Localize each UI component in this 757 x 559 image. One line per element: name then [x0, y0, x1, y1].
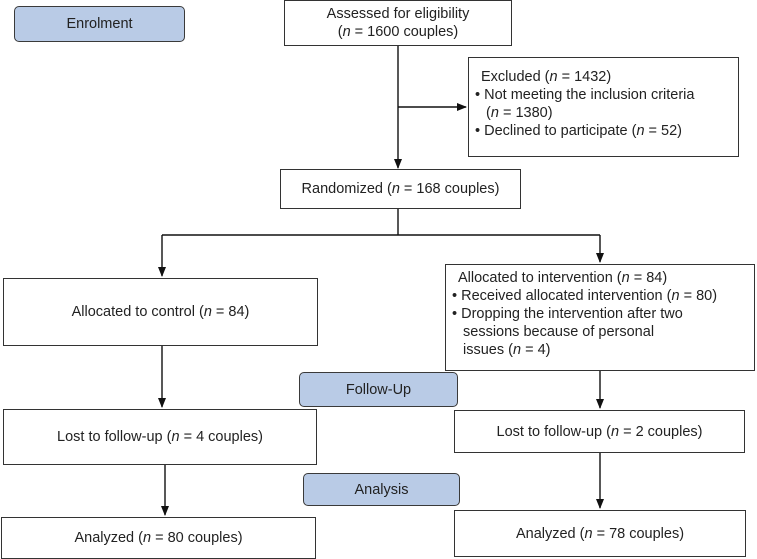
assessed-box: Assessed for eligibility (n = 1600 coupl…: [284, 0, 512, 46]
stage-follow-up-label: Follow-Up: [345, 381, 412, 398]
assessed-line2: (n = 1600 couples): [337, 24, 459, 40]
excluded-bullet-criteria-count: (n = 1380): [486, 105, 553, 121]
intervention-analyzed-text: Analyzed (n = 78 couples): [515, 525, 685, 542]
intervention-bullet-received: • Received allocated intervention (n = 8…: [452, 288, 718, 304]
excluded-bullet-declined: • Declined to participate (n = 52): [475, 123, 682, 139]
stage-analysis-label: Analysis: [354, 481, 409, 498]
control-analyzed-box: Analyzed (n = 80 couples): [1, 517, 316, 559]
randomized-text: Randomized (n = 168 couples): [301, 181, 500, 197]
stage-analysis: Analysis: [303, 473, 460, 506]
control-allocated-box: Allocated to control (n = 84): [3, 278, 318, 346]
intervention-lost-box: Lost to follow-up (n = 2 couples): [454, 410, 745, 453]
control-lost-box: Lost to follow-up (n = 4 couples): [3, 409, 317, 465]
stage-enrolment: Enrolment: [14, 6, 185, 42]
intervention-allocated-box: Allocated to intervention (n = 84) • Rec…: [445, 264, 755, 371]
intervention-bullet-dropping-count: issues (n = 4): [463, 342, 551, 358]
control-lost-text: Lost to follow-up (n = 4 couples): [57, 429, 263, 445]
assessed-line1: Assessed for eligibility: [326, 6, 470, 22]
stage-follow-up: Follow-Up: [299, 372, 458, 407]
intervention-lost-text: Lost to follow-up (n = 2 couples): [496, 423, 703, 440]
stage-enrolment-label: Enrolment: [66, 16, 133, 32]
excluded-box: Excluded (n = 1432) • Not meeting the in…: [468, 57, 739, 157]
intervention-bullet-dropping: • Dropping the intervention after two: [452, 306, 683, 322]
excluded-bullet-criteria: • Not meeting the inclusion criteria: [475, 87, 695, 103]
control-analyzed-text: Analyzed (n = 80 couples): [74, 530, 243, 546]
control-allocated-text: Allocated to control (n = 84): [71, 304, 250, 320]
randomized-box: Randomized (n = 168 couples): [280, 169, 521, 209]
intervention-analyzed-box: Analyzed (n = 78 couples): [454, 510, 746, 557]
intervention-bullet-dropping-cont: sessions because of personal: [463, 324, 655, 340]
excluded-title: Excluded (n = 1432): [481, 69, 612, 85]
intervention-title: Allocated to intervention (n = 84): [458, 270, 668, 286]
